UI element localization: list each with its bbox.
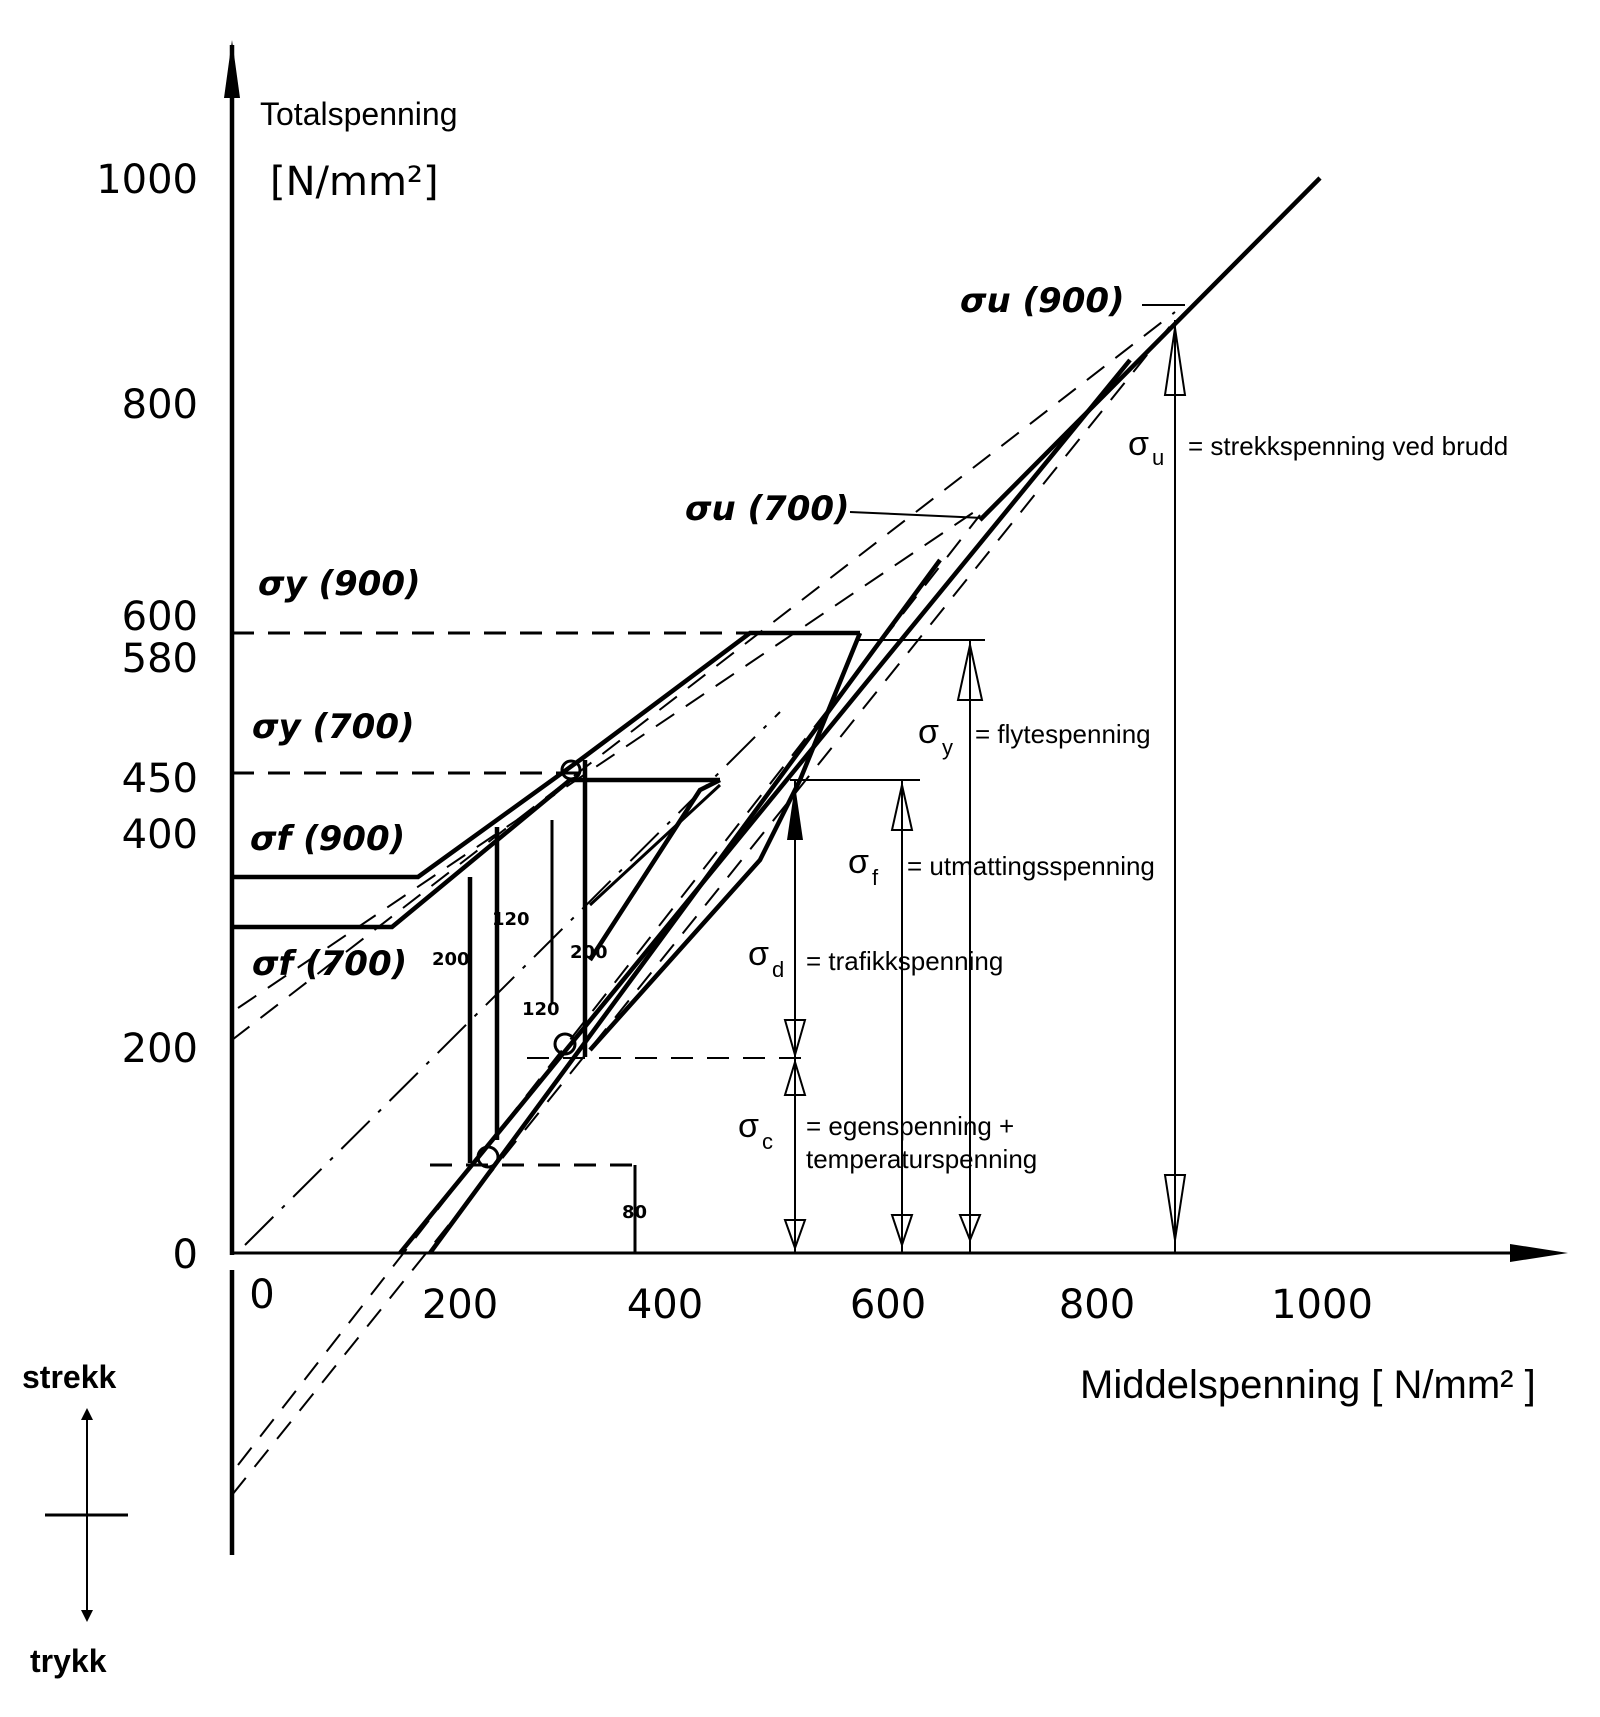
- y-tick-1000: 1000: [96, 157, 198, 203]
- sigma-y-arrowhead-top: [956, 644, 984, 701]
- value-80: 80: [622, 1202, 647, 1223]
- label-tension: strekk: [22, 1359, 117, 1395]
- sigma-c-arrowhead-top: [783, 1058, 807, 1096]
- sigma-d-arrowhead-top: [787, 785, 803, 840]
- sigma-d-arrowhead-bottom: [783, 1019, 807, 1059]
- x-tick-1000: 1000: [1271, 1282, 1373, 1328]
- label-yield-700: σy (700): [252, 707, 415, 747]
- y-tick-600: 600: [122, 594, 198, 640]
- legend-c-symbol: σ: [738, 1107, 759, 1145]
- legend-d-symbol: σ: [748, 935, 769, 973]
- legend-c-sub: c: [762, 1129, 773, 1154]
- legend-f-sub: f: [872, 865, 879, 890]
- fatigue-branch-mid: [588, 777, 722, 962]
- envelope-upper-dashed: [231, 311, 1176, 1041]
- legend-f-symbol: σ: [848, 843, 869, 881]
- legend-u-sub: u: [1152, 445, 1164, 470]
- y-tick-580: 580: [122, 636, 198, 682]
- x-tick-600: 600: [850, 1282, 926, 1328]
- y-axis-title: Totalspenning: [260, 96, 457, 132]
- lower-envelope-solid-b: [428, 558, 942, 1255]
- x-axis-arrow: [1510, 1244, 1568, 1262]
- fatigue-700-curve: [232, 777, 720, 930]
- x-tick-200: 200: [422, 1282, 498, 1328]
- legend-u-symbol: σ: [1128, 425, 1149, 463]
- legend-f-text: = utmattingsspenning: [907, 851, 1155, 881]
- fatigue-branch-lower: [588, 632, 863, 1052]
- lower-envelope-solid-a: [398, 358, 1132, 1255]
- y-tick-800: 800: [122, 382, 198, 428]
- sigma-c-arrowhead-bottom: [783, 1219, 807, 1251]
- sigma-f-arrowhead-bottom: [890, 1214, 914, 1249]
- sigma-u-arrowhead-bottom: [1163, 1174, 1187, 1241]
- fatigue-700-diagonal: [588, 783, 722, 907]
- intersection-marker-bottom: [476, 1145, 500, 1169]
- upper-envelope-solid: [978, 176, 1322, 522]
- x-tick-0: 0: [249, 1272, 274, 1318]
- label-compression: trykk: [30, 1643, 107, 1679]
- envelope-lower-dashed-700: [237, 514, 981, 1466]
- y-tick-200: 200: [122, 1026, 198, 1072]
- x-tick-800: 800: [1059, 1282, 1135, 1328]
- envelope-upper-dashed-700: [237, 507, 981, 1009]
- legend-d-sub: d: [772, 957, 784, 982]
- legend-y-text: = flytespenning: [975, 719, 1151, 749]
- label-ultimate-700: σu (700): [685, 489, 850, 529]
- y-axis-arrow: [224, 40, 240, 98]
- label-fatigue-900: σf (900): [250, 819, 405, 859]
- intersection-marker-top: [560, 759, 582, 781]
- value-120-right: 120: [522, 999, 560, 1020]
- y-axis-unit: [N/mm²]: [270, 159, 439, 205]
- intersection-marker-mid: [553, 1032, 577, 1056]
- fatigue-900-curve: [232, 630, 860, 880]
- legend-y-sub: y: [942, 735, 953, 760]
- value-120-left: 120: [492, 909, 530, 930]
- x-tick-400: 400: [627, 1282, 703, 1328]
- sigma-u-arrowhead-top: [1163, 327, 1187, 396]
- label-yield-900: σy (900): [258, 564, 421, 604]
- legend-c-text-1: = egenspenning +: [806, 1111, 1014, 1141]
- ultimate-700-leader: [849, 511, 984, 519]
- label-ultimate-900: σu (900): [960, 281, 1125, 321]
- value-200-right: 200: [570, 942, 608, 963]
- legend-c-text-2: temperaturspenning: [806, 1144, 1037, 1174]
- legend-u-text: = strekkspenning ved brudd: [1188, 431, 1508, 461]
- legend-d-text: = trafikkspenning: [806, 946, 1003, 976]
- label-fatigue-700: σf (700): [252, 944, 407, 984]
- value-200-left: 200: [432, 949, 470, 970]
- legend-y-symbol: σ: [918, 713, 939, 751]
- y-tick-450: 450: [122, 756, 198, 802]
- y-tick-0: 0: [173, 1232, 198, 1278]
- x-axis-title: Middelspenning [ N/mm² ]: [1080, 1363, 1536, 1407]
- y-tick-400: 400: [122, 812, 198, 858]
- sigma-y-arrowhead-bottom: [958, 1214, 982, 1243]
- sigma-f-arrowhead-top: [890, 784, 914, 831]
